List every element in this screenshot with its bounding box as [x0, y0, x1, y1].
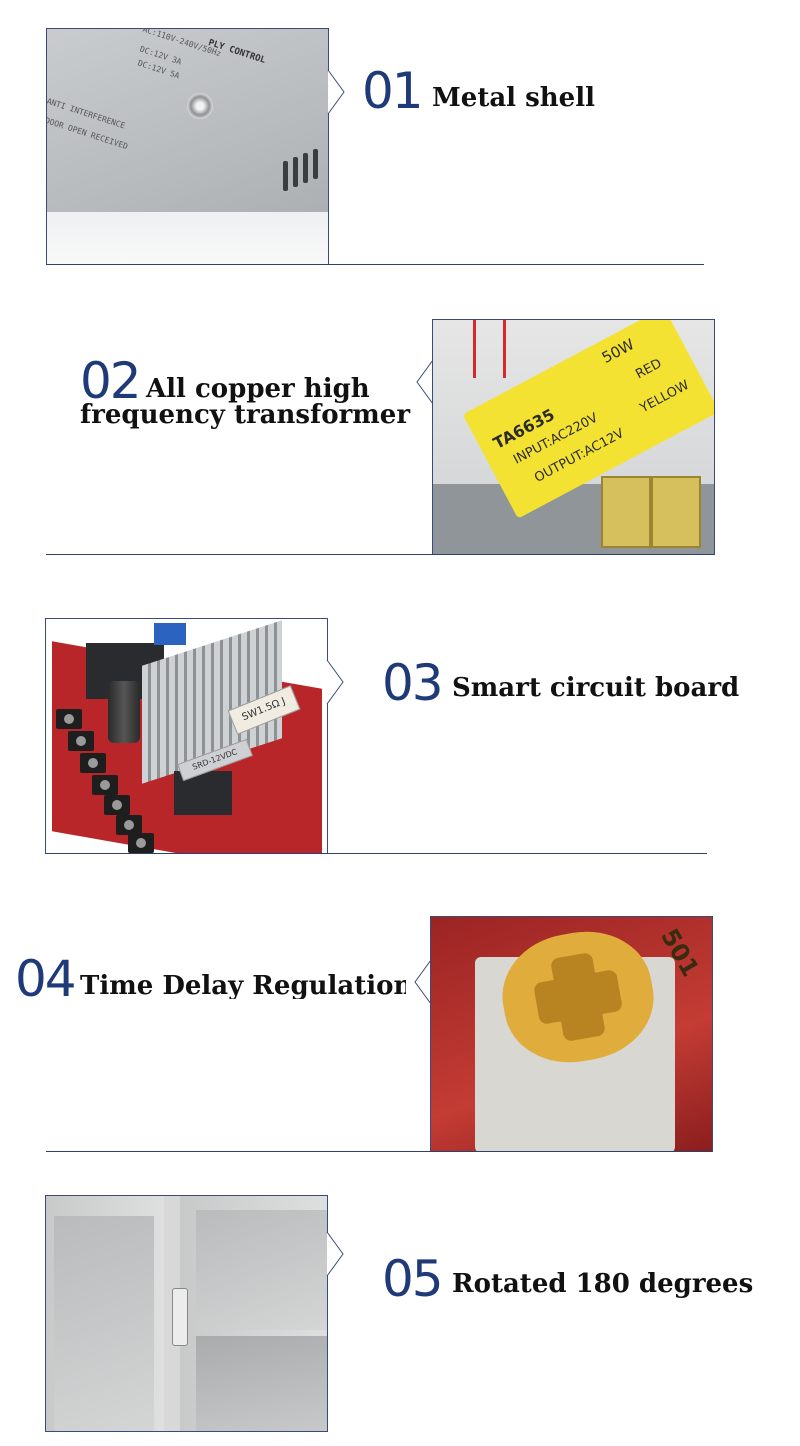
- vent-slot: [303, 153, 308, 183]
- feature-caption-line1: All copper high: [146, 374, 370, 404]
- feature-caption: Rotated 180 degrees: [452, 1269, 754, 1299]
- screw-terminal: [116, 815, 142, 835]
- section-divider: [46, 264, 704, 265]
- feature-caption: Smart circuit board: [452, 673, 740, 703]
- copper-bobbin: [601, 476, 651, 548]
- screw-terminal: [56, 709, 82, 729]
- pointer-notch-icon: [326, 659, 344, 705]
- red-wire: [473, 320, 476, 378]
- feature-caption-line2: frequency transformer: [80, 400, 411, 430]
- feature-caption: Metal shell: [432, 83, 595, 113]
- feature-caption: Time Delay Regulation: [80, 973, 406, 999]
- door-inner-left: [54, 1216, 154, 1431]
- potentiometer-photo: 501: [430, 916, 713, 1152]
- blue-terminal: [154, 623, 186, 645]
- feature-number: 02: [80, 352, 142, 410]
- vent-slot: [313, 149, 318, 179]
- feature-section-03: SW1.5Ω J SRD-12VDC 03 Smart circuit boar…: [0, 600, 800, 870]
- screw-terminal: [92, 775, 118, 795]
- copper-bobbin: [651, 476, 701, 548]
- feature-number: 01: [362, 62, 424, 120]
- feature-section-02: 02 All copper high frequency transformer…: [0, 300, 800, 570]
- feature-number: 03: [382, 654, 444, 712]
- label-output-wire: YELLOW: [637, 377, 692, 417]
- label-input-wire: RED: [633, 356, 665, 383]
- capacitor: [108, 681, 140, 743]
- pointer-notch-icon: [414, 959, 432, 1005]
- hinge-icon: [172, 1288, 188, 1346]
- feature-number: 05: [382, 1250, 444, 1308]
- section-divider: [45, 853, 707, 854]
- hinged-door-photo: [45, 1195, 328, 1432]
- screw-terminal: [80, 753, 106, 773]
- section-divider: [46, 1151, 712, 1152]
- circuit-board-photo: SW1.5Ω J SRD-12VDC: [45, 618, 328, 854]
- key-lock-icon: [187, 93, 213, 119]
- screw-terminal: [104, 795, 130, 815]
- door-inner-right-lower: [196, 1336, 327, 1431]
- vent-slot: [293, 157, 298, 187]
- door-inner-right: [196, 1210, 327, 1330]
- feature-section-05: 05 Rotated 180 degrees: [0, 1190, 800, 1446]
- pointer-notch-icon: [326, 1231, 344, 1277]
- screw-terminal: [68, 731, 94, 751]
- feature-section-04: 04 Time Delay Regulation 501: [0, 900, 800, 1170]
- label-power: 50W: [598, 335, 638, 367]
- metal-shell-photo: PLY CONTROL AC:110V-240V/50Hz DC:12V 3A …: [46, 28, 329, 265]
- screw-terminal: [128, 833, 154, 853]
- feature-number: 04: [15, 950, 77, 1008]
- transformer-photo: TA6635 50W INPUT:AC220V RED OUTPUT:AC12V…: [432, 319, 715, 555]
- section-divider: [46, 554, 714, 555]
- knob-slot: [532, 969, 624, 1025]
- pointer-notch-icon: [416, 359, 434, 405]
- pointer-notch-icon: [327, 69, 345, 115]
- vent-slot: [283, 161, 288, 191]
- red-wire: [503, 320, 506, 378]
- feature-section-01: PLY CONTROL AC:110V-240V/50Hz DC:12V 3A …: [0, 0, 800, 280]
- shell-edge: [47, 212, 328, 264]
